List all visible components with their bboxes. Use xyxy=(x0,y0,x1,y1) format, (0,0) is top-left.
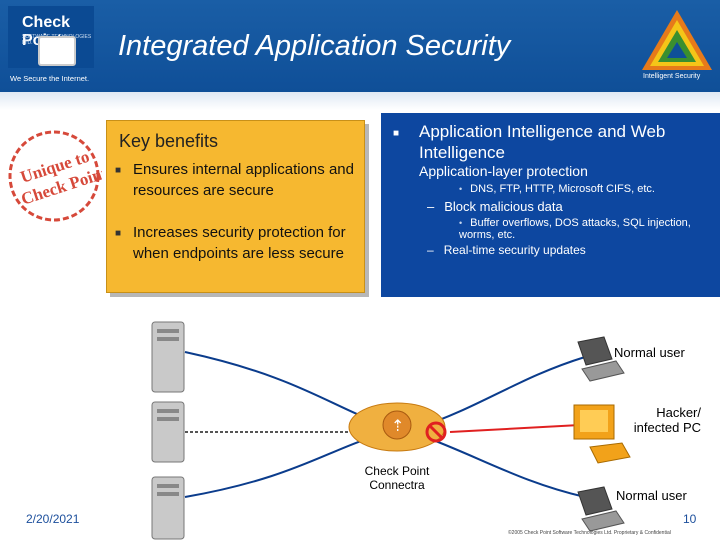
copyright-text: ©2005 Check Point Software Technologies … xyxy=(508,530,671,536)
footer-date: 2/20/2021 xyxy=(26,512,80,526)
key-benefits-title: Key benefits xyxy=(119,131,219,151)
normal-user-label: Normal user xyxy=(616,488,687,503)
intelligence-l4: –Block malicious data xyxy=(427,199,563,214)
key-benefit-text: Ensures internal applications and resour… xyxy=(133,161,354,199)
bullet-icon: ■ xyxy=(115,165,122,176)
gateway-label: Check Point Connectra xyxy=(364,464,430,492)
laptop-icon xyxy=(577,336,625,382)
checkpoint-logo: Check Point SOFTWARE TECHNOLOGIES LTD. xyxy=(8,6,94,68)
key-benefit-text: Increases security protection for when e… xyxy=(133,224,346,262)
laptop-icon xyxy=(577,486,625,532)
header-banner: Check Point SOFTWARE TECHNOLOGIES LTD. W… xyxy=(0,0,720,92)
intelligence-box: ■ Application Intelligence and Web Intel… xyxy=(381,113,720,297)
connectra-diagram: ⇡ xyxy=(151,321,631,540)
hacker-label: Hacker/ infected PC xyxy=(633,405,701,435)
intelligent-security-triangle-icon xyxy=(642,10,712,70)
key-benefit-item: ■ Ensures internal applications and reso… xyxy=(115,159,355,201)
bullet-icon: ■ xyxy=(115,228,122,239)
key-benefit-item: ■ Increases security protection for when… xyxy=(115,222,355,264)
server-icon xyxy=(151,401,185,463)
tagline: We Secure the Internet. xyxy=(10,74,90,83)
normal-user-label: Normal user xyxy=(614,345,685,360)
connection-line xyxy=(419,356,586,428)
slide-title: Integrated Application Security xyxy=(118,30,511,62)
intelligence-l3: •DNS, FTP, HTTP, Microsoft CIFS, etc. xyxy=(459,183,655,195)
header-divider xyxy=(0,92,720,110)
unique-to-checkpoint-stamp: Unique to Check Point xyxy=(8,130,102,222)
connection-line xyxy=(419,434,586,498)
hacker-pc-icon xyxy=(573,404,631,464)
logo-monitor-icon xyxy=(38,36,76,66)
server-icon xyxy=(151,321,185,393)
server-icon xyxy=(151,476,185,540)
block-icon xyxy=(425,421,447,443)
intelligence-heading: ■ Application Intelligence and Web Intel… xyxy=(393,122,666,162)
key-benefits-box: Key benefits ■ Ensures internal applicat… xyxy=(106,120,365,293)
svg-text:⇡: ⇡ xyxy=(391,416,404,435)
intelligence-l6: –Real-time security updates xyxy=(427,243,586,257)
intelligence-l2: Application-layer protection xyxy=(419,163,588,179)
page-number: 10 xyxy=(683,512,697,526)
badge-label: Intelligent Security xyxy=(643,73,701,80)
blocked-traffic-line xyxy=(449,424,581,433)
bullet-icon: ■ xyxy=(393,128,400,139)
intelligence-l5: •Buffer overflows, DOS attacks, SQL inje… xyxy=(459,217,691,241)
